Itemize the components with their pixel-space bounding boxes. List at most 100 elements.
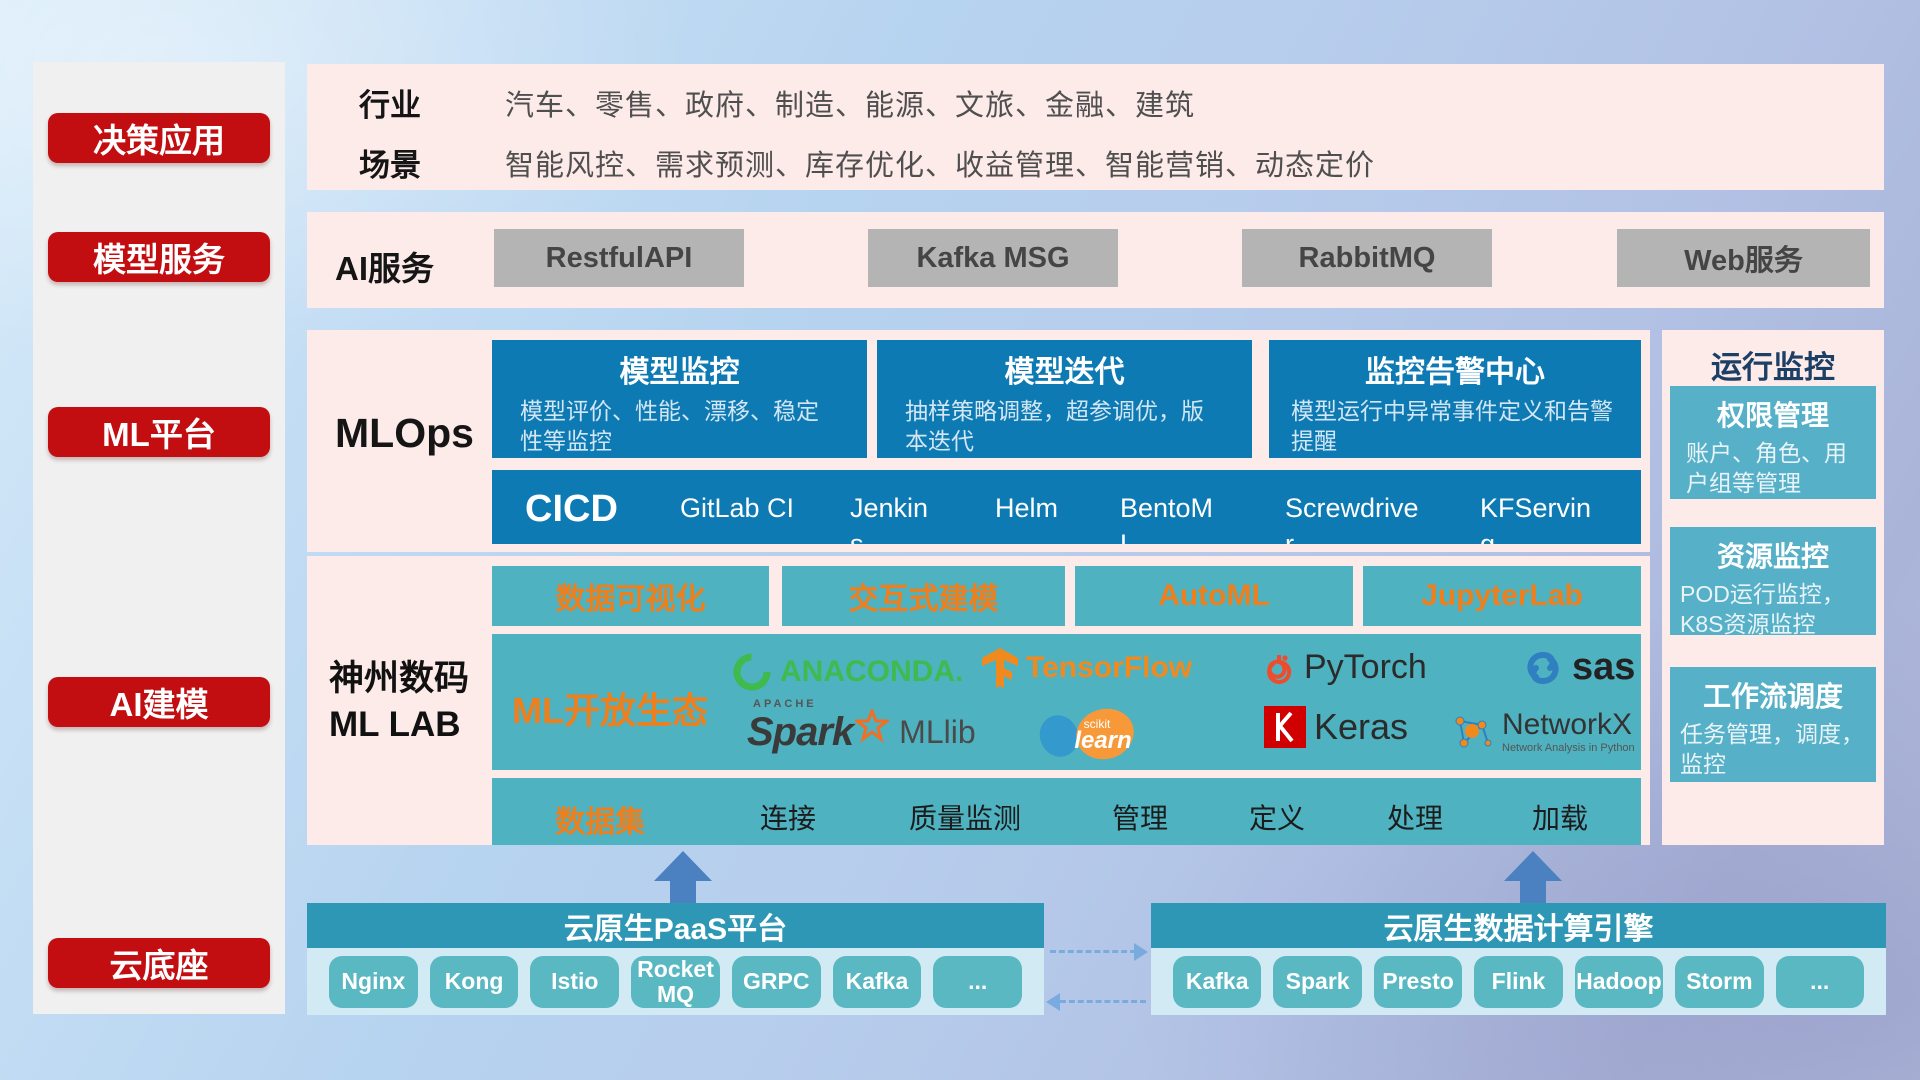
dataset-item-load[interactable]: 加载 (1531, 803, 1589, 834)
tool-data-visualization[interactable]: 数据可视化 (492, 566, 769, 626)
chip-rocketmq[interactable]: RocketMQ (631, 955, 720, 1008)
model-monitor-card[interactable]: 模型监控 模型评价、性能、漂移、稳定性等监控 (492, 340, 867, 458)
restful-api-button[interactable]: RestfulAPI (494, 229, 744, 287)
spark-mllib-logo: APACHE Spark MLlib (747, 698, 976, 754)
resource-monitor-title: 资源监控 (1716, 541, 1829, 572)
ai-service-label: AI服务 (335, 250, 434, 287)
cicd-item-kfserving[interactable]: KFServing (1480, 493, 1592, 544)
chip-presto[interactable]: Presto (1373, 955, 1463, 1008)
scikit-learn-icon: scikit learn (1039, 708, 1134, 760)
cicd-item-screwdriver[interactable]: Screwdriver (1285, 493, 1419, 544)
tool-interactive-modeling[interactable]: 交互式建模 (782, 566, 1065, 626)
tool-jupyterlab[interactable]: JupyterLab (1363, 566, 1641, 626)
sidebar-item-model-service[interactable]: 模型服务 (48, 232, 270, 282)
dataset-item-process[interactable]: 处理 (1386, 803, 1444, 834)
sas-logo: sas (1522, 646, 1635, 689)
chip-paas-more[interactable]: ... (933, 955, 1023, 1008)
cicd-label: CICD (525, 488, 618, 530)
chip-storm[interactable]: Storm (1675, 955, 1764, 1008)
model-iterate-card[interactable]: 模型迭代 抽样策略调整，超参调优，版本迭代 (877, 340, 1252, 458)
dataset-bar (492, 778, 1641, 845)
resource-monitor-card[interactable]: 资源监控 POD运行监控，K8S资源监控 (1670, 527, 1876, 635)
dataset-item-quality[interactable]: 质量监测 (908, 803, 1022, 834)
model-iterate-title: 模型迭代 (1004, 356, 1125, 389)
industry-scene-band: 行业 汽车、零售、政府、制造、能源、文旅、金融、建筑 场景 智能风控、需求预测、… (307, 64, 1884, 190)
dashed-arrow-right-line (1050, 950, 1136, 953)
industry-value: 汽车、零售、政府、制造、能源、文旅、金融、建筑 (505, 90, 1196, 122)
cicd-item-jenkins[interactable]: Jenkins (850, 493, 929, 544)
engine-chipbox: Kafka Spark Presto Flink Hadoop Storm ..… (1151, 948, 1886, 1015)
model-iterate-desc: 抽样策略调整，超参调优，版本迭代 (905, 398, 1204, 455)
mllab-label-line1: 神州数码 (329, 659, 470, 698)
chip-spark[interactable]: Spark (1273, 955, 1362, 1008)
dashed-arrow-left-line (1060, 1000, 1146, 1003)
dashed-arrow-right-head (1134, 943, 1148, 961)
sidebar-item-ml-platform[interactable]: ML平台 (48, 407, 270, 457)
paas-header: 云原生PaaS平台 (307, 903, 1044, 948)
rabbitmq-button[interactable]: RabbitMQ (1242, 229, 1492, 287)
alert-center-title: 监控告警中心 (1365, 356, 1545, 389)
pytorch-logo: PyTorch (1262, 648, 1427, 687)
chip-kafka2[interactable]: Kafka (1173, 955, 1262, 1008)
left-sidebar (33, 62, 285, 1014)
paas-chipbox: Nginx Kong Istio RocketMQ GRPC Kafka ... (307, 948, 1044, 1015)
tool-automl[interactable]: AutoML (1075, 566, 1353, 626)
ml-ecosystem-label: ML开放生态 (512, 690, 708, 731)
chip-kong[interactable]: Kong (429, 955, 519, 1008)
chip-flink[interactable]: Flink (1474, 955, 1563, 1008)
cicd-item-bentoml[interactable]: BentoML (1120, 493, 1214, 544)
dataset-item-manage[interactable]: 管理 (1111, 803, 1169, 834)
cicd-item-gitlabci[interactable]: GitLab CI (680, 493, 795, 523)
permission-desc: 账户、角色、用户组等管理 (1686, 440, 1847, 496)
workflow-title: 工作流调度 (1702, 681, 1843, 712)
pytorch-icon (1267, 654, 1292, 684)
alert-center-card[interactable]: 监控告警中心 模型运行中异常事件定义和告警提醒 (1269, 340, 1641, 458)
networkx-logo: NetworkX Network Analysis in Python (1450, 708, 1635, 754)
runtime-monitor-title: 运行监控 (1711, 350, 1835, 385)
svg-text:learn: learn (1074, 727, 1131, 754)
dataset-item-connect[interactable]: 连接 (759, 803, 817, 834)
svg-text:scikit: scikit (1084, 717, 1111, 731)
paas-up-arrow-stem (670, 880, 696, 903)
chip-nginx[interactable]: Nginx (329, 955, 418, 1008)
chip-kafka[interactable]: Kafka (832, 955, 922, 1008)
anaconda-logo: ANACONDA. (732, 652, 963, 692)
industry-label: 行业 (359, 88, 421, 123)
tensorflow-logo: TensorFlow (982, 648, 1192, 688)
keras-logo: Keras (1264, 706, 1408, 748)
dataset-item-define[interactable]: 定义 (1248, 803, 1306, 834)
sidebar-item-ai-modeling[interactable]: AI建模 (48, 677, 270, 727)
kafka-msg-button[interactable]: Kafka MSG (868, 229, 1118, 287)
scene-label: 场景 (359, 148, 421, 183)
workflow-card[interactable]: 工作流调度 任务管理，调度，监控 (1670, 667, 1876, 782)
web-service-button[interactable]: Web服务 (1617, 229, 1870, 287)
anaconda-icon (733, 653, 771, 691)
tensorflow-icon (982, 648, 1018, 688)
sidebar-item-cloud-base[interactable]: 云底座 (48, 938, 270, 988)
permission-title: 权限管理 (1716, 400, 1829, 431)
networkx-icon (1455, 716, 1492, 748)
alert-center-desc: 模型运行中异常事件定义和告警提醒 (1291, 398, 1613, 455)
cicd-item-helm[interactable]: Helm (995, 493, 1059, 523)
workflow-desc: 任务管理，调度，监控 (1680, 721, 1864, 777)
scene-value: 智能风控、需求预测、库存优化、收益管理、智能营销、动态定价 (505, 150, 1376, 182)
cicd-bar: CICD GitLab CI Jenkins Helm BentoML Scre… (492, 470, 1641, 544)
keras-icon (1264, 706, 1306, 748)
sidebar-item-decision-app[interactable]: 决策应用 (48, 113, 270, 163)
mllab-label-line2: ML LAB (329, 704, 461, 744)
mlops-label: MLOps (335, 410, 474, 456)
permission-card[interactable]: 权限管理 账户、角色、用户组等管理 (1670, 386, 1876, 499)
paas-up-arrow (654, 851, 712, 881)
chip-engine-more[interactable]: ... (1775, 955, 1864, 1008)
chip-istio[interactable]: Istio (530, 955, 620, 1008)
chip-hadoop[interactable]: Hadoop (1574, 955, 1664, 1008)
resource-monitor-desc: POD运行监控，K8S资源监控 (1680, 581, 1845, 635)
sas-icon (1527, 651, 1559, 684)
engine-up-arrow-stem (1520, 880, 1546, 903)
engine-header: 云原生数据计算引擎 (1151, 903, 1886, 948)
dataset-label: 数据集 (555, 806, 645, 839)
chip-grpc[interactable]: GRPC (731, 955, 821, 1008)
engine-up-arrow (1504, 851, 1562, 881)
model-monitor-desc: 模型评价、性能、漂移、稳定性等监控 (520, 398, 819, 455)
model-monitor-title: 模型监控 (619, 356, 740, 389)
